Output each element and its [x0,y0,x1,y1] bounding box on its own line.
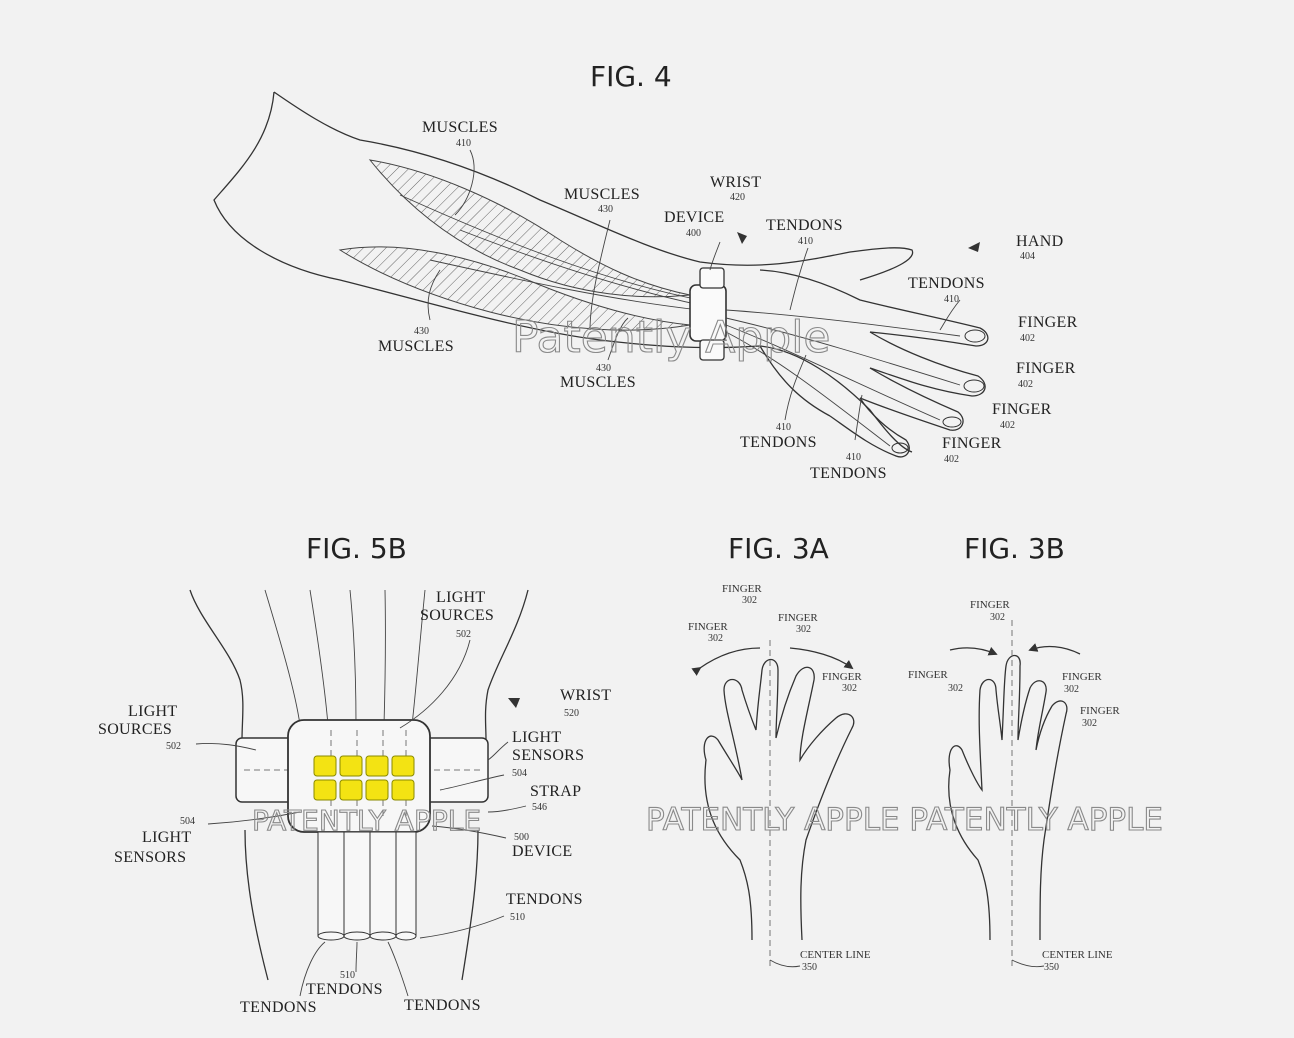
fig5b-label-light-sources-left-2: SOURCES [98,721,172,738]
fig5b-label-strap: STRAP [530,783,581,800]
fig3a-title: FIG. 3A [728,532,829,565]
sensor-cell [365,779,389,801]
fig3a-num-finger-top: 302 [742,595,757,606]
fig3b-num-center-line: 350 [1044,962,1059,973]
fig5b-num-tendons-mid: 510 [340,970,355,981]
fig5b-label-wrist: WRIST [560,687,611,704]
fig5b-label-light-sensors-left-2: SENSORS [114,849,186,866]
fig5b-label-tendons-mid: TENDONS [306,981,383,998]
fig5b-label-light-sources-left: LIGHT [128,703,177,720]
fig3a-label-finger-right: FINGER [778,612,818,624]
fig3b-title: FIG. 3B [964,532,1065,565]
fig5b-label-light-sources-top-2: SOURCES [420,607,494,624]
fig5b-title: FIG. 5B [306,532,407,565]
fig3b-num-finger-left: 302 [948,683,963,694]
sensor-cell [313,755,337,777]
fig4-label-muscles-top: MUSCLES [422,119,498,136]
fig4-num-tendons-c: 410 [776,422,791,433]
fig5b-label-tendons-bottom-right: TENDONS [404,997,481,1014]
fig4-num-hand: 404 [1020,251,1035,262]
fig4-label-tendons-b: TENDONS [908,275,985,292]
fig4-num-muscles-bottom: 430 [596,363,611,374]
fig3b-label-center-line: CENTER LINE [1042,949,1113,961]
fig4-num-muscles-left: 430 [414,326,429,337]
fig5b-label-tendons-right: TENDONS [506,891,583,908]
fig3a-label-finger-far: FINGER [822,671,862,683]
fig4-watermark: Patently Apple [512,312,830,363]
fig3b-label-finger-far: FINGER [1080,705,1120,717]
fig4-label-muscles-mid: MUSCLES [564,186,640,203]
fig5b-num-strap: 546 [532,802,547,813]
fig5b-num-device: 500 [514,832,529,843]
fig3b-label-finger-top: FINGER [970,599,1010,611]
fig4-num-finger3: 402 [1000,420,1015,431]
fig5b-watermark: PATENTLY APPLE [252,804,481,837]
fig4-num-wrist: 420 [730,192,745,203]
fig3a-num-finger-far: 302 [842,683,857,694]
fig4-num-muscles-mid: 430 [598,204,613,215]
sensor-cell [365,755,389,777]
fig4-label-wrist: WRIST [710,174,761,191]
fig4-num-finger1: 402 [1020,333,1035,344]
fig5b-sensor-grid [313,755,415,801]
fig4-title: FIG. 4 [590,60,672,93]
fig4-label-tendons-a: TENDONS [766,217,843,234]
fig5b-num-wrist: 520 [564,708,579,719]
fig3b-num-finger-top: 302 [990,612,1005,623]
fig5b-num-light-sources-left: 502 [166,741,181,752]
fig5b-label-light-sensors-right: LIGHT [512,729,561,746]
sensor-cell [313,779,337,801]
fig4-num-finger2: 402 [1018,379,1033,390]
fig4-label-tendons-c: TENDONS [740,434,817,451]
fig5b-num-tendons-right: 510 [510,912,525,923]
fig5b-num-light-sources-top: 502 [456,629,471,640]
fig4-label-finger4: FINGER [942,435,1002,452]
fig4-num-tendons-d: 410 [846,452,861,463]
fig4-label-finger3: FINGER [992,401,1052,418]
fig5b-num-light-sensors-right: 504 [512,768,527,779]
fig3a-label-finger-left: FINGER [688,621,728,633]
fig5b-label-tendons-left: TENDONS [240,999,317,1016]
fig4-label-tendons-d: TENDONS [810,465,887,482]
sensor-cell [391,779,415,801]
fig4-label-finger1: FINGER [1018,314,1078,331]
fig3b-label-finger-right: FINGER [1062,671,1102,683]
fig3a-label-finger-top: FINGER [722,583,762,595]
sensor-cell [391,755,415,777]
fig5b-label-light-sources-top: LIGHT [436,589,485,606]
fig3b-num-finger-far: 302 [1082,718,1097,729]
fig3a-hand-drawing [691,640,855,970]
fig4-arm-drawing [213,91,989,458]
fig3a-num-finger-right: 302 [796,624,811,635]
fig4-num-tendons-a: 410 [798,236,813,247]
fig3b-num-finger-right: 302 [1064,684,1079,695]
fig3a-num-finger-left: 302 [708,633,723,644]
fig4-label-muscles-bottom: MUSCLES [560,374,636,391]
fig4-num-finger4: 402 [944,454,959,465]
sensor-cell [339,779,363,801]
fig3b-hand-drawing [948,620,1081,970]
fig4-label-muscles-left: MUSCLES [378,338,454,355]
fig4-num-tendons-b: 410 [944,294,959,305]
fig3a-num-center-line: 350 [802,962,817,973]
fig4-label-hand: HAND [1016,233,1063,250]
fig4-num-muscles-top: 410 [456,138,471,149]
fig3b-label-finger-left: FINGER [908,669,948,681]
fig3-watermark: PATENTLY APPLE PATENTLY APPLE [646,802,1163,838]
fig5b-label-device: DEVICE [512,843,572,860]
fig4-label-finger2: FINGER [1016,360,1076,377]
fig4-label-device: DEVICE [664,209,724,226]
fig5b-label-light-sensors-left: LIGHT [142,829,191,846]
fig5b-num-light-sensors-left: 504 [180,816,195,827]
fig3a-label-center-line: CENTER LINE [800,949,871,961]
sensor-cell [339,755,363,777]
fig5b-label-light-sensors-right-2: SENSORS [512,747,584,764]
fig4-num-device: 400 [686,228,701,239]
